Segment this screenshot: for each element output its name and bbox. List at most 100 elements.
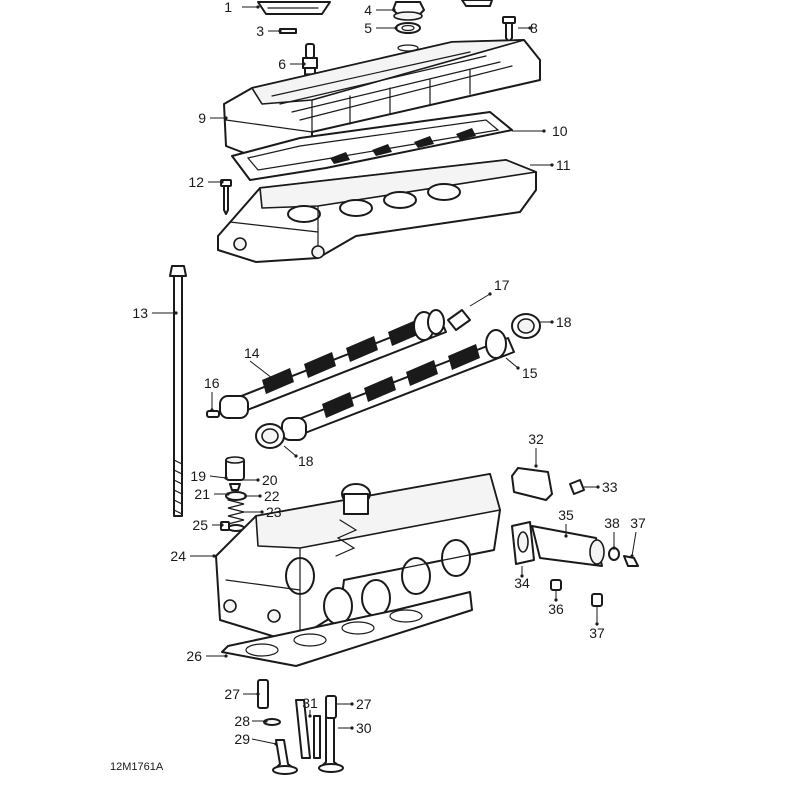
part-32-housing-cover [511,467,553,501]
part-18-oil-seal-upper [511,313,541,339]
part-26-cylinder-head-gasket [221,591,473,667]
leader-dot [174,311,178,315]
part-5-seal [395,22,421,34]
leader-dot [212,554,216,558]
part-18-oil-seal-lower [255,423,285,449]
callout-11: 11 [556,157,571,173]
leader-dot [534,464,538,468]
part-15-exhaust-camshaft [281,329,515,441]
leader-dot [554,598,558,602]
leader-dot [256,478,260,482]
part-10-cover-gasket [231,111,513,181]
callout-12: 12 [188,174,204,190]
leader-dot [550,320,554,324]
callout-26: 26 [186,648,202,664]
leader-dot [256,5,260,9]
part-28-valve-stem-seal [263,718,281,726]
leader-dot [392,8,396,12]
part-31-valve-stem [295,699,321,759]
callout-38: 38 [604,515,620,531]
part-24-cylinder-head [215,473,501,643]
part-36-drain-plug [550,579,562,591]
part-35-outlet-elbow [531,525,605,567]
leader-dot [542,129,546,133]
leader-dot [350,702,354,706]
leader-lines [152,5,637,746]
leader-dot [210,408,214,412]
leader-dot [220,180,224,184]
part-30-exhaust-valve [318,715,344,773]
callout-4: 4 [364,2,372,18]
callout-18b: 18 [298,453,314,469]
part-13-cylinder-head-bolt [169,265,187,517]
part-37-temperature-sender-lower [591,593,603,607]
callout-13: 13 [132,305,148,321]
leader-dot [550,163,554,167]
leader-dot [302,62,306,66]
tappet-installed [335,483,371,557]
leader-dot [260,510,264,514]
leader-dot [256,692,260,696]
leader-dot [258,494,262,498]
part-top-right-bracket [461,0,493,7]
leader-dot [270,376,274,380]
part-33-sensor [569,479,585,495]
leader-dot [564,534,568,538]
part-34-housing-gasket [511,521,535,565]
callout-27b: 27 [356,696,372,712]
callout-37a: 37 [589,625,605,641]
part-14-inlet-camshaft [219,309,447,419]
callout-19: 19 [190,468,206,484]
callout-5: 5 [364,20,372,36]
leader-dot [294,454,298,458]
leader-dot [488,292,492,296]
leader-dot [224,654,228,658]
leader-dot [278,29,282,33]
callout-23: 23 [266,504,282,520]
part-19-tappet [225,456,245,481]
part-37-temperature-sender-right [623,555,639,567]
callout-18a: 18 [556,314,572,330]
leader-dot [596,485,600,489]
part-27-valve-guide-right [325,695,337,719]
callout-36: 36 [548,601,564,617]
callout-37b: 37 [630,515,646,531]
part-16-dowel-pin [206,410,220,418]
callout-25: 25 [192,517,208,533]
leader-dot [595,622,599,626]
callout-28: 28 [234,713,250,729]
leader-dot [220,523,224,527]
callout-6: 6 [278,56,286,72]
part-38-washer [608,547,620,561]
callout-16: 16 [204,375,220,391]
callout-20: 20 [262,472,278,488]
part-29-inlet-valve [272,739,298,775]
leader-dot [224,116,228,120]
leader-dot [394,26,398,30]
part-4-oil-filler-cap [392,1,425,21]
leader-dot [612,546,616,550]
callout-27a: 27 [224,686,240,702]
part-8-bolt [502,16,516,43]
callout-24: 24 [170,548,186,564]
figure-reference-code: 12M1761A [110,761,164,773]
callout-34: 34 [514,575,530,591]
part-1-cover-plate [257,1,331,15]
callout-22: 22 [264,488,280,504]
callout-17: 17 [494,277,510,293]
leader-dot [520,574,524,578]
callout-31: 31 [302,695,318,711]
part-22-valve-spring [227,499,245,525]
callout-10: 10 [552,123,568,139]
callout-21: 21 [194,486,210,502]
leader-dot [274,742,278,746]
part-20-collets [229,483,241,491]
callout-3: 3 [256,23,264,39]
leader-dot [528,26,532,30]
leader-dot [516,366,520,370]
part-3-screw [279,28,297,34]
callout-9: 9 [198,110,206,126]
leader-dot [630,554,634,558]
callout-1: 1 [224,0,232,15]
